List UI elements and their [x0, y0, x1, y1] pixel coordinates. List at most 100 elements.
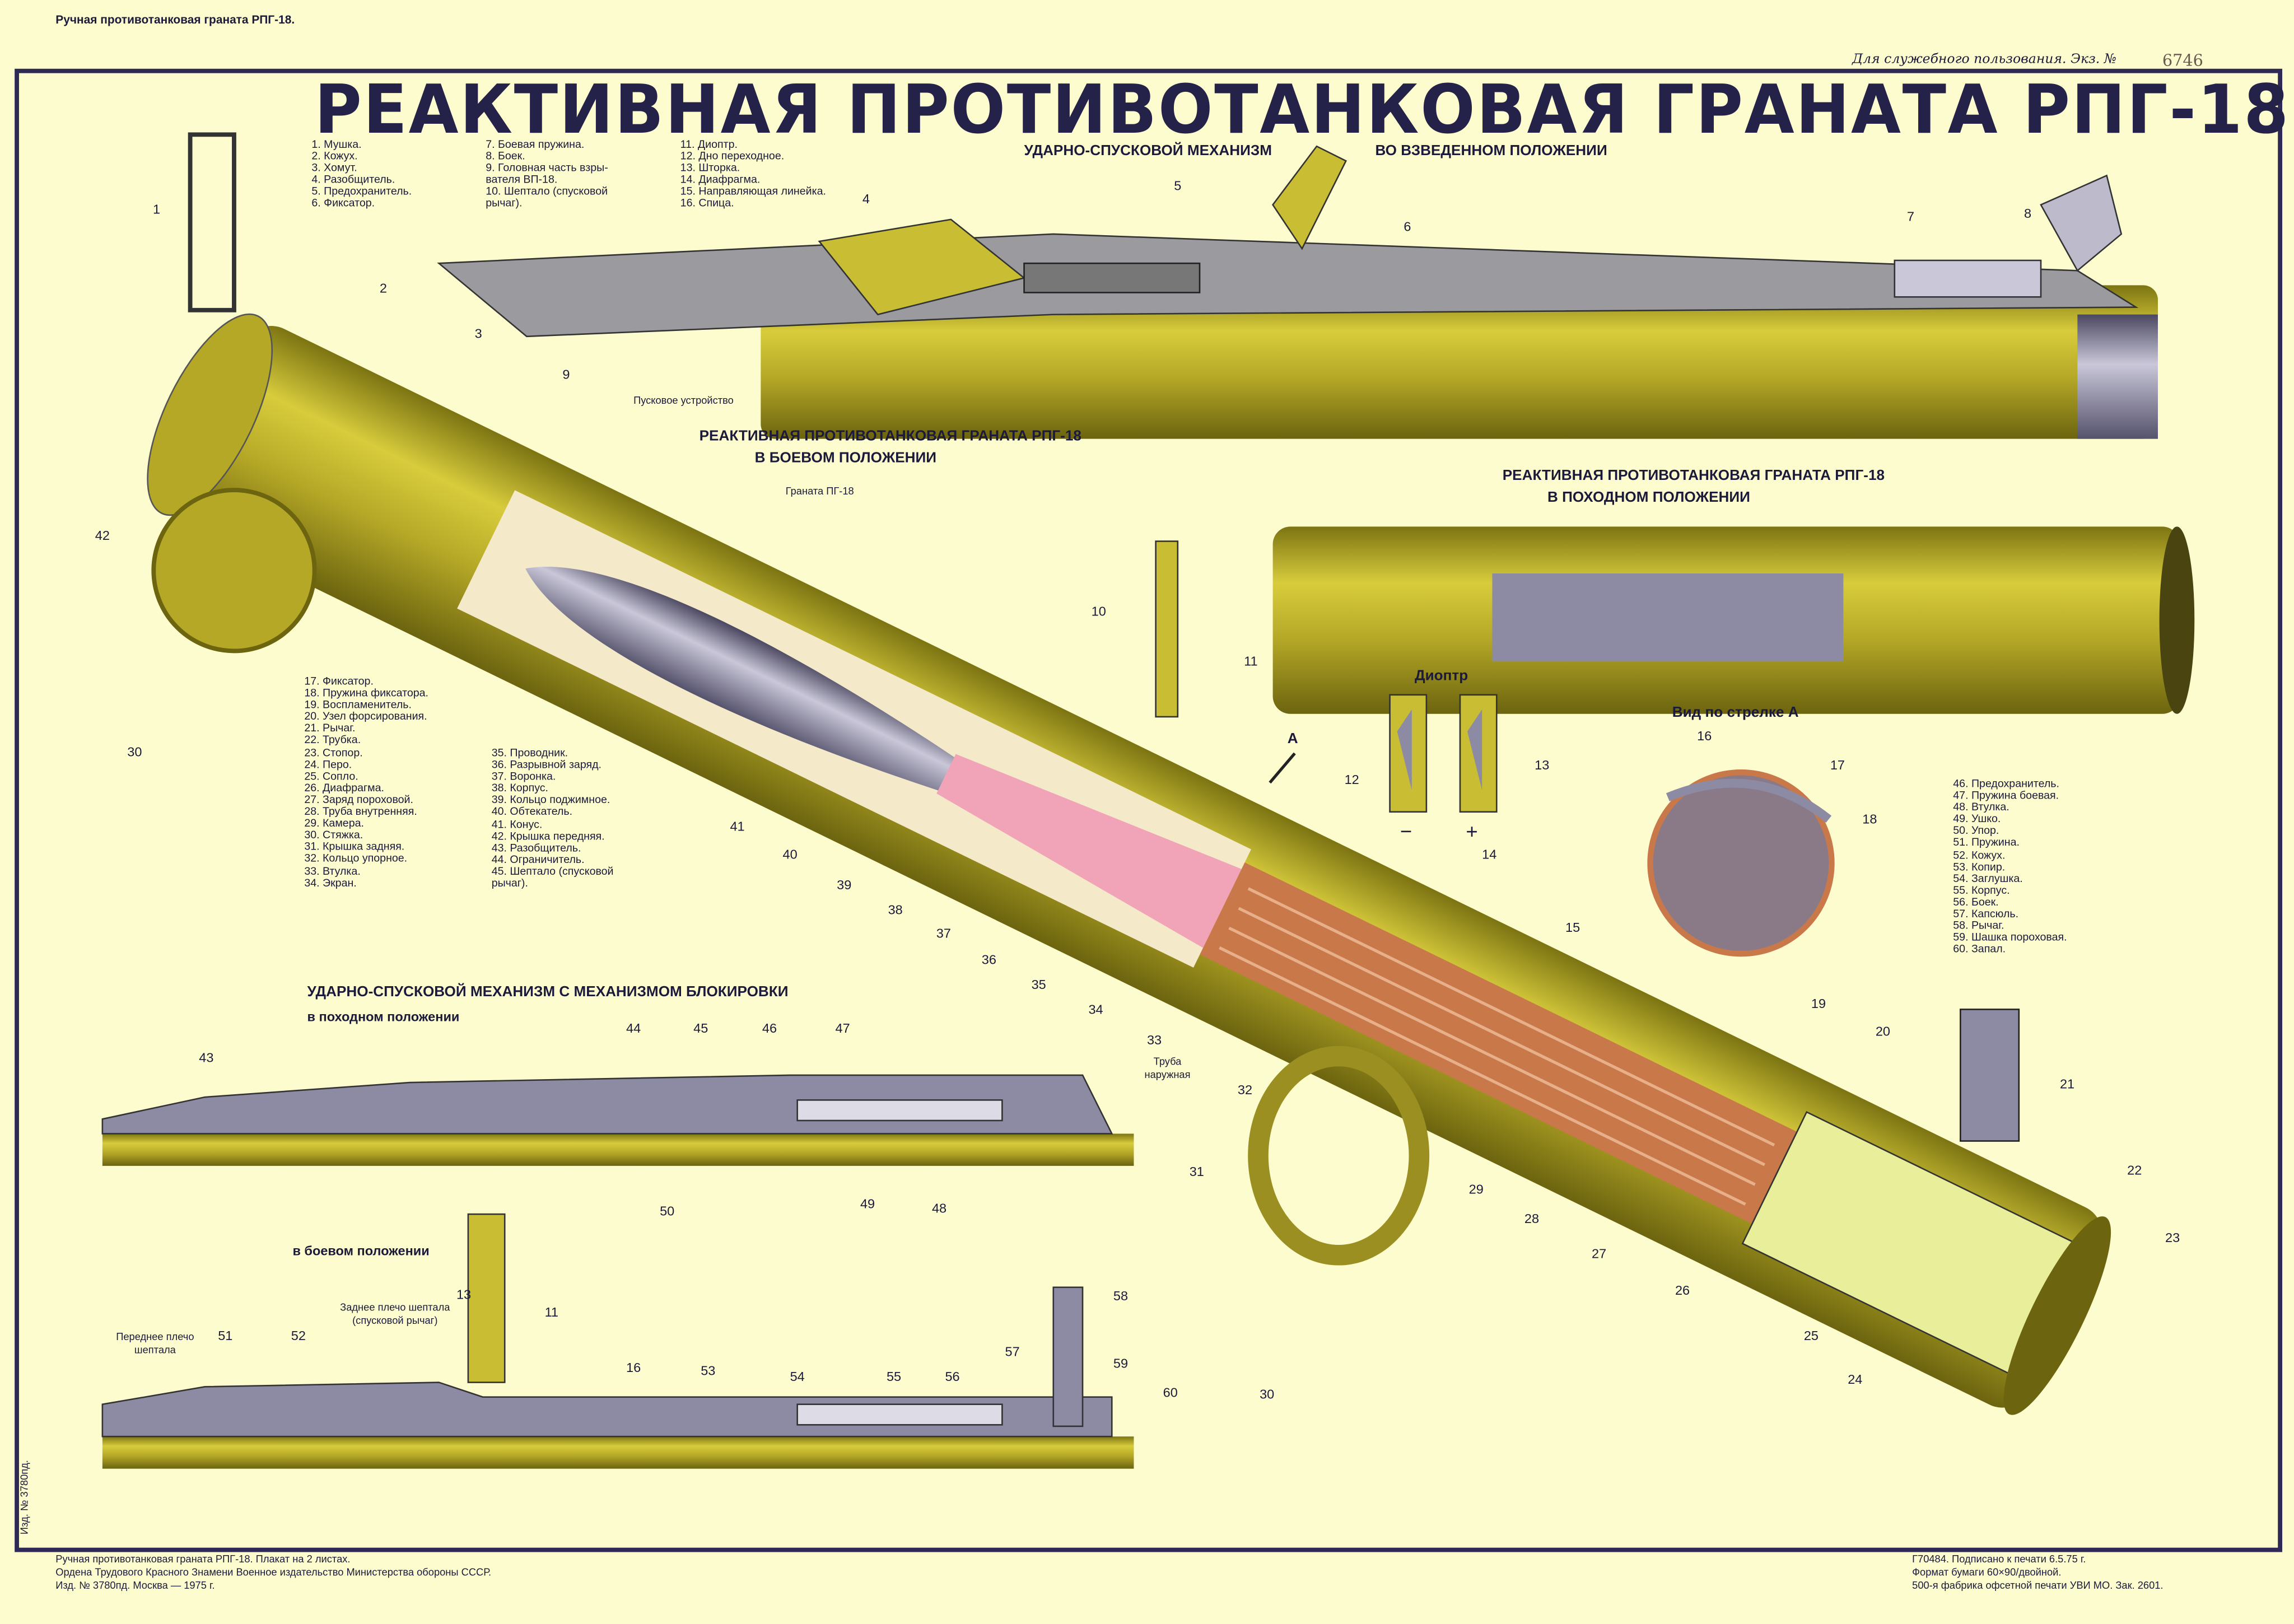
callout-9: 9: [562, 367, 570, 382]
callout-19: 19: [1811, 996, 1826, 1011]
list-item: 35. Проводник.: [491, 746, 568, 759]
list-item: Формат бумаги 60×90/двойной.: [1912, 1568, 2062, 1579]
callout-36: 36: [981, 952, 996, 967]
list-item: рычаг).: [486, 197, 523, 210]
callout-16: 16: [626, 1360, 641, 1375]
callout-31: 31: [1189, 1164, 1204, 1179]
section-cocked-subtitle: ВО ВЗВЕДЕННОМ ПОЛОЖЕНИИ: [1375, 143, 1607, 160]
list-item: 56. Боек.: [1953, 895, 1999, 909]
callout-32: 32: [1237, 1082, 1253, 1098]
list-item: 60. Запал.: [1953, 942, 2006, 956]
callout-8: 8: [2023, 206, 2032, 221]
arrow-a-icon: [1269, 752, 1296, 784]
callout-18: 18: [1862, 811, 1877, 827]
callout-24: 24: [1848, 1372, 1863, 1387]
footer-right: Г70484. Подписано к печати 6.5.75 г.Форм…: [1912, 1553, 2163, 1593]
callout-11: 11: [1244, 654, 1258, 669]
callout-59: 59: [1113, 1356, 1129, 1371]
travel-title-line: РЕАКТИВНАЯ ПРОТИВОТАНКОВАЯ ГРАНАТА РПГ-1…: [1502, 468, 1885, 484]
list-item: 20. Узел форсирования.: [304, 710, 427, 724]
legend-11-16: 11. Диоптр.12. Дно переходное.13. Шторка…: [680, 137, 826, 210]
callout-55: 55: [886, 1369, 902, 1384]
legend-1-6: 1. Мушка.2. Кожух.3. Хомут.4. Разобщител…: [311, 137, 412, 210]
section-lock-title: УДАРНО-СПУСКОВОЙ МЕХАНИЗМ С МЕХАНИЗМОМ Б…: [307, 984, 789, 1001]
list-item: 9. Головная часть взры-: [486, 161, 608, 175]
combat-position-drawing: [147, 313, 2111, 1415]
list-item: 14. Диафрагма.: [680, 172, 761, 186]
callout-20: 20: [1875, 1024, 1890, 1039]
callout-35: 35: [1031, 977, 1046, 992]
list-item: вателя ВП-18.: [486, 172, 558, 186]
callout-22: 22: [2127, 1163, 2142, 1178]
legend-46-60: 46. Предохранитель.47. Пружина боевая.48…: [1953, 777, 2067, 956]
callout-51: 51: [218, 1328, 233, 1343]
callout-21: 21: [2059, 1076, 2075, 1091]
callout-40: 40: [782, 847, 798, 862]
list-item: 1. Мушка.: [311, 137, 362, 151]
callout-7: 7: [1906, 209, 1915, 224]
callout-47: 47: [835, 1021, 850, 1036]
callout-41: 41: [730, 819, 745, 834]
poster-frame: [15, 68, 2283, 1552]
list-item: 23. Стопор.: [304, 745, 363, 759]
list-item: 31. Крышка задняя.: [304, 840, 405, 853]
callout-11: 11: [544, 1305, 559, 1320]
callout-37: 37: [936, 926, 951, 941]
list-item: 28. Труба внутренняя.: [304, 804, 417, 818]
callout-46: 46: [762, 1021, 777, 1036]
callout-60: 60: [1163, 1385, 1178, 1400]
list-item: 32. Кольцо упорное.: [304, 852, 408, 865]
list-item: 17. Фиксатор.: [304, 674, 374, 688]
callout-2: 2: [379, 281, 387, 296]
list-item: 33. Втулка.: [304, 864, 361, 878]
lock-mech-combat-drawing: [101, 1213, 1134, 1469]
classification-label: Для служебного пользования. Экз. №: [1852, 53, 2117, 68]
list-item: 2. Кожух.: [311, 149, 358, 163]
list-item: 46. Предохранитель.: [1953, 777, 2059, 790]
callout-29: 29: [1468, 1182, 1484, 1197]
callout-49: 49: [860, 1196, 875, 1211]
list-item: 39. Кольцо поджимное.: [491, 793, 610, 807]
callout-5: 5: [1174, 178, 1182, 193]
diopter-plus: +: [1466, 819, 1478, 843]
list-item: 11. Диоптр.: [680, 137, 738, 151]
list-item: 36. Разрывной заряд.: [491, 758, 602, 771]
callout-1: 1: [152, 202, 161, 217]
list-item: 42. Крышка передняя.: [491, 829, 605, 842]
list-item: 30. Стяжка.: [304, 828, 363, 842]
cocked-mechanism-drawing: [437, 145, 2158, 439]
rear-cover: [1248, 1046, 1430, 1266]
section-lock-subtitle: в походном положении: [307, 1009, 460, 1024]
callout-57: 57: [1005, 1344, 1020, 1359]
list-item: 25. Сопло.: [304, 769, 358, 782]
front-cover: [151, 488, 317, 654]
list-item: рычаг).: [491, 876, 528, 890]
list-item: 57. Капсюль.: [1953, 907, 2019, 921]
list-item: 8. Боек.: [486, 149, 525, 163]
list-item: 4. Разобщитель.: [311, 172, 395, 186]
list-item: 54. Заглушка.: [1953, 871, 2023, 885]
list-item: 22. Трубка.: [304, 733, 361, 747]
callout-3: 3: [474, 326, 482, 341]
list-item: 43. Разобщитель.: [491, 841, 581, 854]
grenade-annotation: Граната ПГ-18: [785, 487, 854, 498]
callout-10: 10: [1091, 604, 1106, 619]
poster-subtitle: Ручная противотанковая граната РПГ-18.: [55, 13, 295, 27]
section-lock-combat: в боевом положении: [292, 1243, 430, 1258]
view-a-drawing: [1647, 769, 1835, 957]
list-item: 500-я фабрика офсетной печати УВИ МО. За…: [1912, 1581, 2164, 1592]
list-item: 12. Дно переходное.: [680, 149, 785, 163]
list-item: 24. Перо.: [304, 757, 352, 771]
footer-vertical: Изд. № 3780пд.: [20, 1460, 31, 1535]
list-item: 16. Спица.: [680, 197, 734, 210]
legend-7-10: 7. Боевая пружина.8. Боек.9. Головная ча…: [486, 138, 608, 210]
launcher-annotation: Пусковое устройство: [633, 396, 734, 407]
callout-25: 25: [1803, 1328, 1819, 1343]
legend-35-45: 35. Проводник.36. Разрывной заряд.37. Во…: [491, 746, 614, 890]
page-title: РЕАКТИВНАЯ ПРОТИВОТАНКОВАЯ ГРАНАТА РПГ-1…: [314, 71, 2290, 150]
list-item: 37. Воронка.: [491, 769, 556, 783]
callout-53: 53: [701, 1363, 716, 1378]
list-item: 19. Воспламенитель.: [304, 698, 412, 712]
callout-39: 39: [837, 878, 852, 893]
